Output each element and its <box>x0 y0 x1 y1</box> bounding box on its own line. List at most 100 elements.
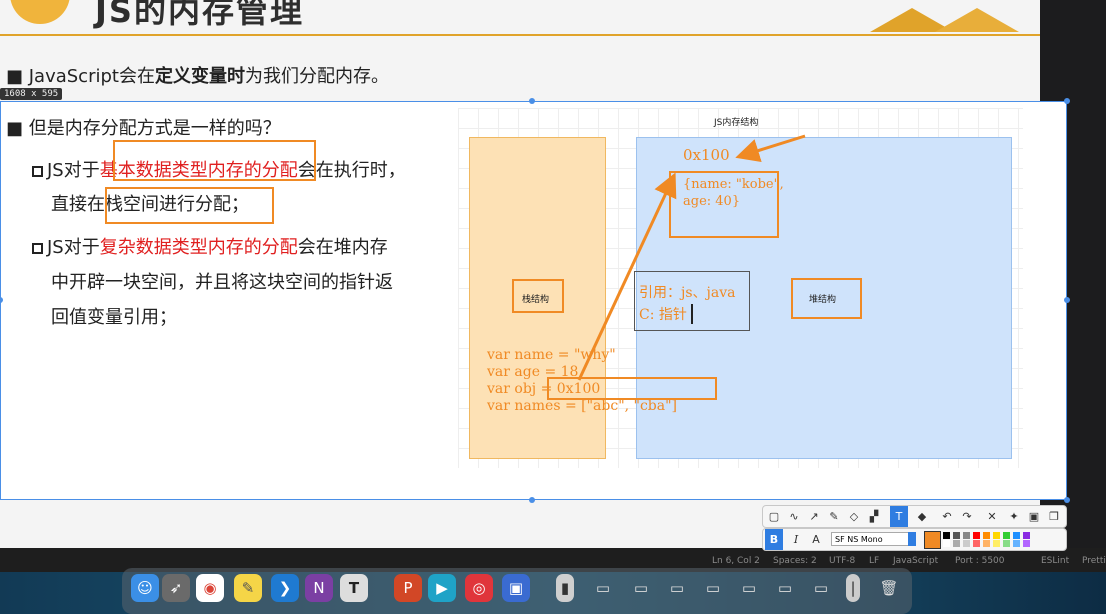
window-thumbnail-icon[interactable]: ▭ <box>669 579 685 597</box>
color-swatch[interactable] <box>963 532 970 539</box>
font-select[interactable]: SF NS Mono <box>831 532 915 546</box>
annotation-box[interactable] <box>105 187 274 224</box>
status-eol[interactable]: LF <box>869 556 880 566</box>
heap-panel <box>636 137 1012 459</box>
window-thumbnail-icon[interactable]: ▭ <box>633 579 649 597</box>
active-color-swatch[interactable] <box>924 531 941 549</box>
color-swatch[interactable] <box>1013 540 1020 547</box>
window-thumbnail-icon[interactable]: ▭ <box>813 579 829 597</box>
selection-handle[interactable] <box>1064 98 1070 104</box>
color-swatch[interactable] <box>993 532 1000 539</box>
color-swatch[interactable] <box>1013 532 1020 539</box>
window-thumbnail-icon[interactable]: ▭ <box>777 579 793 597</box>
ref-line2: C: 指针 <box>639 307 687 323</box>
undo-icon[interactable]: ↶ <box>942 510 952 523</box>
launchpad-icon[interactable]: ➶ <box>162 574 190 602</box>
checkbox-square-icon <box>32 243 43 254</box>
pin-icon[interactable]: ✦ <box>1009 510 1019 523</box>
color-swatch[interactable] <box>953 532 960 539</box>
save-icon[interactable]: ▣ <box>1028 510 1040 523</box>
sub2-line3: 回值变量引用； <box>51 307 177 328</box>
annotation-toolbar: ▢ ∿ ↗ ✎ ◇ ▞ T ◆ ↶ ↷ ✕ ✦ ▣ ❐ <box>762 505 1067 528</box>
text-outline-icon[interactable]: A <box>812 533 820 546</box>
italic-button[interactable]: I <box>793 533 799 546</box>
text-edit-box[interactable] <box>634 271 750 331</box>
color-swatch[interactable] <box>1023 540 1030 547</box>
selection-handle[interactable] <box>529 98 535 104</box>
selection-handle[interactable] <box>1064 297 1070 303</box>
typora-icon[interactable]: T <box>340 574 368 602</box>
usb-drive-icon[interactable]: ▮ <box>556 574 574 602</box>
bold-button[interactable]: B <box>765 529 783 550</box>
pencil-tool-icon[interactable]: ✎ <box>829 510 839 523</box>
finder-icon[interactable]: ☺ <box>131 574 159 602</box>
bullet-1-pre: JavaScript会在 <box>28 66 155 87</box>
divider-stack-icon[interactable]: | <box>846 574 860 602</box>
color-swatch[interactable] <box>973 532 980 539</box>
color-swatch[interactable] <box>983 540 990 547</box>
code-line: var obj = 0x100 <box>487 381 601 397</box>
color-swatch[interactable] <box>943 532 950 539</box>
pen-tool-icon[interactable]: ∿ <box>789 510 799 523</box>
color-swatch[interactable] <box>973 540 980 547</box>
color-swatch[interactable] <box>1023 532 1030 539</box>
color-swatch[interactable] <box>1003 540 1010 547</box>
sub1-pre: JS对于 <box>47 160 100 181</box>
chevron-down-icon[interactable] <box>908 532 916 546</box>
color-swatch[interactable] <box>953 540 960 547</box>
onenote-icon[interactable]: N <box>305 574 333 602</box>
window-thumbnail-icon[interactable]: ▭ <box>595 579 611 597</box>
color-swatch[interactable] <box>1003 532 1010 539</box>
copy-icon[interactable]: ❐ <box>1049 510 1059 523</box>
text-cursor <box>691 304 693 324</box>
ref-line1: 引用：js、java <box>639 285 736 301</box>
sub-bullet-1: JS对于基本数据类型内存的分配会在执行时， <box>32 156 406 182</box>
color-swatch[interactable] <box>993 540 1000 547</box>
sub2-line2: 中开辟一块空间，并且将这块空间的指针返 <box>51 272 393 293</box>
notes-icon[interactable]: ✎ <box>234 574 262 602</box>
status-line-col[interactable]: Ln 6, Col 2 <box>712 556 760 566</box>
sub2-post: 会在堆内存 <box>297 237 388 258</box>
diagram-title: JS内存结构 <box>714 118 759 128</box>
selection-handle[interactable] <box>529 497 535 503</box>
chrome-icon[interactable]: ◉ <box>196 574 224 602</box>
trash-icon[interactable]: 🗑 <box>879 579 899 597</box>
pointer-arrow <box>577 172 677 381</box>
redo-icon[interactable]: ↷ <box>962 510 972 523</box>
window-thumbnail-icon[interactable]: ▭ <box>741 579 757 597</box>
heap-object-line2: age: 40} <box>683 194 741 209</box>
status-eslint[interactable]: ESLint <box>1041 556 1070 566</box>
rectangle-tool-icon[interactable]: ▢ <box>768 510 780 523</box>
selection-handle[interactable] <box>1064 497 1070 503</box>
arrow-tool-icon[interactable]: ↗ <box>809 510 819 523</box>
selection-handle[interactable] <box>0 297 3 303</box>
status-spaces[interactable]: Spaces: 2 <box>773 556 817 566</box>
netease-music-icon[interactable]: ◎ <box>465 574 493 602</box>
player-icon[interactable]: ▶ <box>428 574 456 602</box>
window-thumbnail-icon[interactable]: ▭ <box>705 579 721 597</box>
status-prettier[interactable]: Prettier <box>1082 556 1106 566</box>
color-swatch[interactable] <box>963 540 970 547</box>
mosaic-tool-icon[interactable]: ▞ <box>869 510 879 523</box>
slide-title: JS的内存管理 <box>95 0 304 30</box>
bullet-2-text: 但是内存分配方式是一样的吗？ <box>28 118 281 139</box>
bullet-1-post: 为我们分配内存。 <box>244 66 389 87</box>
status-language[interactable]: JavaScript <box>893 556 939 566</box>
heap-label-box <box>791 278 862 319</box>
powerpoint-icon[interactable]: P <box>394 574 422 602</box>
color-swatch[interactable] <box>983 532 990 539</box>
stack-panel <box>469 137 606 459</box>
status-port[interactable]: Port : 5500 <box>955 556 1005 566</box>
text-tool-icon[interactable]: T <box>890 506 908 527</box>
annotation-box[interactable] <box>113 140 316 181</box>
code-line: var name = "why" <box>487 347 616 363</box>
eraser-tool-icon[interactable]: ◆ <box>917 510 927 523</box>
highlighter-tool-icon[interactable]: ◇ <box>849 510 859 523</box>
annotation-style-bar: B I A SF NS Mono <box>762 528 1067 551</box>
status-encoding[interactable]: UTF-8 <box>829 556 856 566</box>
heap-label: 堆结构 <box>809 295 837 305</box>
video-icon[interactable]: ▣ <box>502 574 530 602</box>
color-swatch[interactable] <box>943 540 950 547</box>
vscode-icon[interactable]: ❯ <box>271 574 299 602</box>
close-icon[interactable]: ✕ <box>987 510 997 523</box>
